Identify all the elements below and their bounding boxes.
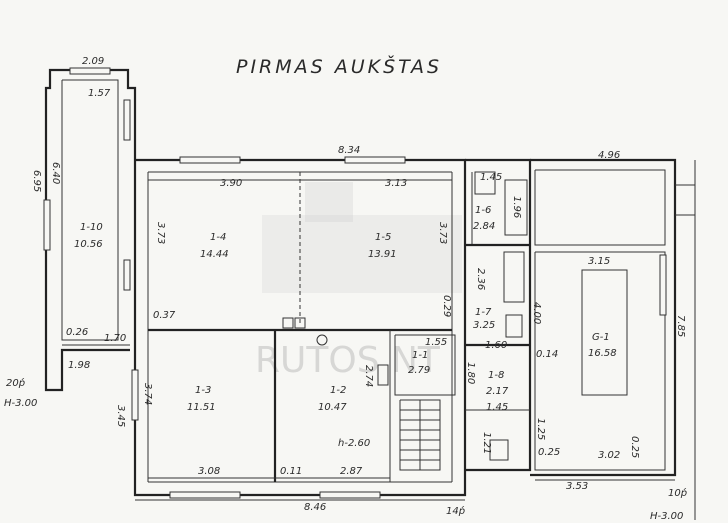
dim-145a: 1.45 bbox=[480, 172, 502, 183]
room-1-2-area: 10.47 bbox=[318, 402, 347, 413]
dim-main-bottom: 8.46 bbox=[304, 502, 326, 513]
dim-r13-w: 3.08 bbox=[198, 466, 220, 477]
dim-ceiling: h-2.60 bbox=[338, 438, 370, 449]
dim-r13-h: 3.74 bbox=[142, 383, 153, 405]
room-1-8-id: 1-8 bbox=[488, 370, 504, 381]
room-1-7-area: 3.25 bbox=[473, 320, 495, 331]
room-1-8-area: 2.17 bbox=[486, 386, 509, 397]
dim-025a: 0.25 bbox=[538, 447, 560, 458]
room-g-1-area: 16.58 bbox=[588, 348, 617, 359]
dim-196: 1.96 bbox=[511, 196, 522, 218]
dim-g-w: 3.15 bbox=[588, 256, 610, 267]
level-left-height: H-3.00 bbox=[4, 398, 37, 409]
room-1-5-area: 13.91 bbox=[368, 249, 397, 260]
dim-left-height-inner: 6.40 bbox=[50, 162, 61, 184]
dim-r110-h: 3.73 bbox=[155, 222, 166, 244]
dim-345: 3.45 bbox=[115, 405, 126, 427]
level-right-height: H-3.00 bbox=[650, 511, 683, 522]
dim-g-h: 7.85 bbox=[675, 315, 686, 337]
room-1-10-area: 10.56 bbox=[74, 239, 103, 250]
bathroom-column bbox=[465, 158, 532, 472]
room-g-1-id: G-1 bbox=[592, 332, 610, 343]
room-1-4-id: 1-4 bbox=[210, 232, 226, 243]
dim-g-bottom: 3.53 bbox=[566, 481, 588, 492]
dimension-lines bbox=[62, 179, 675, 501]
dim-037: 0.37 bbox=[153, 310, 176, 321]
room-1-6-id: 1-6 bbox=[475, 205, 491, 216]
dim-left-height-outer: 6.95 bbox=[31, 170, 42, 192]
dim-145b: 1.45 bbox=[486, 402, 508, 413]
room-1-7-id: 1-7 bbox=[475, 307, 492, 318]
room-1-10-id: 1-10 bbox=[80, 222, 103, 233]
dim-r15-width: 3.13 bbox=[385, 178, 407, 189]
main-walls bbox=[131, 156, 467, 499]
room-1-4-area: 14.44 bbox=[200, 249, 229, 260]
room-1-3-area: 11.51 bbox=[187, 402, 216, 413]
level-left: 20ṕ bbox=[6, 377, 25, 389]
garage-walls bbox=[530, 158, 696, 520]
dim-125: 1.25 bbox=[535, 418, 546, 440]
watermark-text: RUTOS NT bbox=[255, 340, 441, 381]
room-1-2-id: 1-2 bbox=[330, 385, 346, 396]
left-wing-walls bbox=[43, 67, 137, 392]
dim-r14-width: 3.90 bbox=[220, 178, 242, 189]
dim-198: 1.98 bbox=[68, 360, 90, 371]
staircase bbox=[399, 399, 441, 471]
dim-400: 4.00 bbox=[531, 302, 542, 324]
dim-026: 0.26 bbox=[66, 327, 88, 338]
dim-main-width: 8.34 bbox=[338, 145, 360, 156]
dim-r12-h: 2.74 bbox=[363, 365, 374, 387]
dim-tower-inner: 1.57 bbox=[88, 88, 111, 99]
plan-title: PIRMAS AUKŠTAS bbox=[236, 54, 442, 78]
dim-r12-w: 2.87 bbox=[340, 466, 363, 477]
level-right: 10ṕ bbox=[668, 487, 687, 499]
dim-155: 1.55 bbox=[425, 337, 447, 348]
dim-garage-width: 4.96 bbox=[598, 150, 620, 161]
watermark: RUTOS NT bbox=[255, 182, 462, 381]
dim-180: 1.80 bbox=[465, 362, 476, 384]
room-1-5-id: 1-5 bbox=[375, 232, 391, 243]
dim-170: 1.70 bbox=[104, 333, 126, 344]
dim-011: 0.11 bbox=[280, 466, 302, 477]
dim-121: 1.21 bbox=[481, 432, 492, 454]
dim-014: 0.14 bbox=[536, 349, 558, 360]
room-1-3-id: 1-3 bbox=[195, 385, 211, 396]
bottom-mark: 14ṕ bbox=[446, 505, 465, 517]
room-labels: 1-4 14.44 1-5 13.91 1-10 10.56 1-3 11.51… bbox=[74, 205, 617, 413]
dim-025b: 0.25 bbox=[629, 436, 640, 458]
room-1-6-area: 2.84 bbox=[473, 221, 495, 232]
dim-029: 0.29 bbox=[441, 295, 452, 317]
room-1-1-area: 2.79 bbox=[408, 365, 430, 376]
dim-top-left-width: 2.09 bbox=[82, 56, 104, 67]
dim-236: 2.36 bbox=[475, 268, 486, 290]
dim-160: 1.60 bbox=[485, 340, 507, 351]
dim-r15-h: 3.73 bbox=[437, 222, 448, 244]
dimension-labels: 2.09 1.57 6.95 6.40 8.34 4.96 3.90 3.13 … bbox=[4, 56, 687, 522]
room-1-1-id: 1-1 bbox=[412, 350, 428, 361]
dim-g-bottom-inner: 3.02 bbox=[598, 450, 620, 461]
